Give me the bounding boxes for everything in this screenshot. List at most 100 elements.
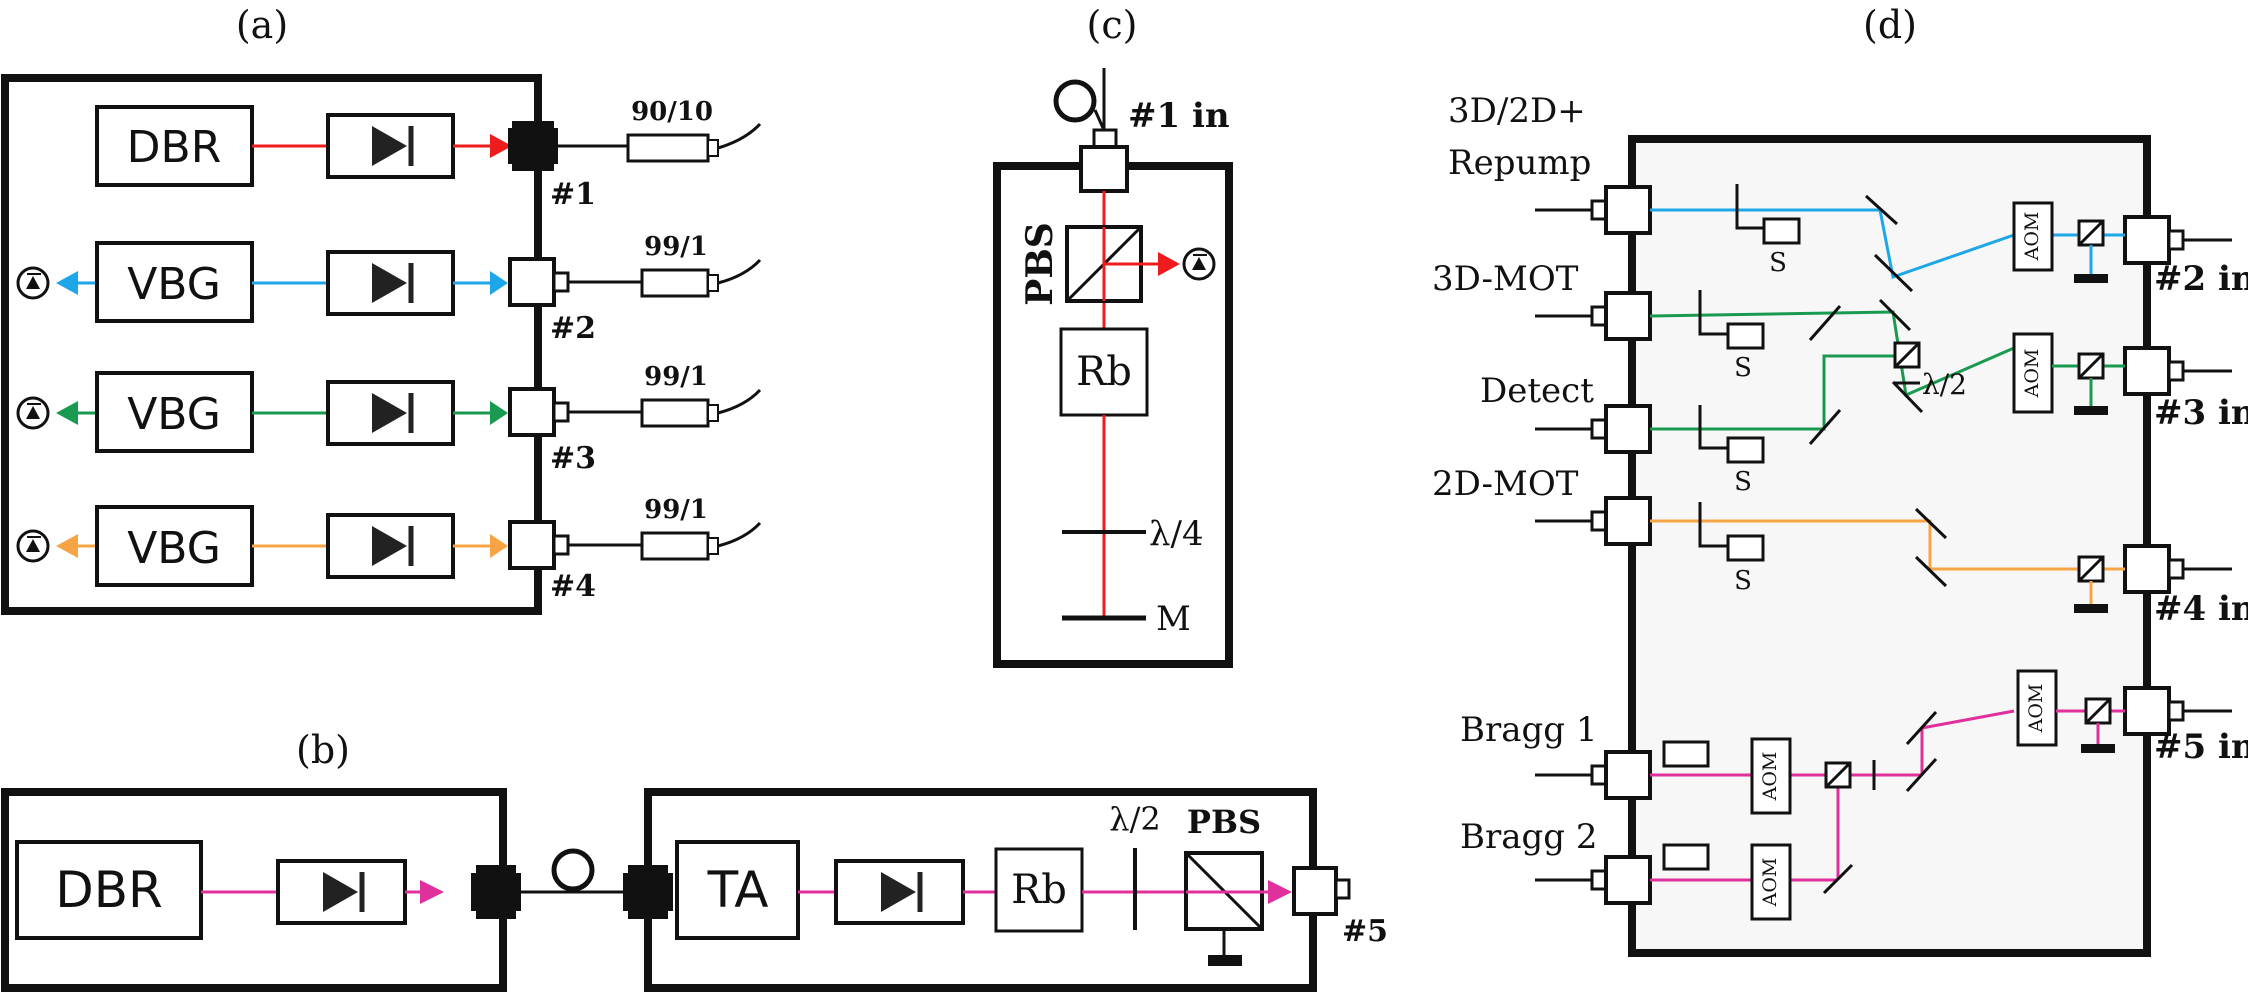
input-label-detect: Detect xyxy=(1480,371,1594,411)
aom-box xyxy=(2016,669,2058,747)
isolator-diode-icon xyxy=(372,126,407,166)
mirror xyxy=(1822,863,1854,895)
fiber-tail xyxy=(717,122,762,150)
shutter-label: S xyxy=(1734,566,1752,596)
splitter-ratio-label: 90/10 xyxy=(631,97,713,127)
fiber-coupler-4 xyxy=(508,520,556,570)
fiber-coupler-tip xyxy=(1334,878,1351,900)
fiber-tail xyxy=(717,388,762,415)
vbg-source-label: VBG xyxy=(127,523,221,574)
splitter-ratio-label: 99/1 xyxy=(644,362,708,392)
vbg-source-box xyxy=(95,241,254,323)
port-label-1: #1 xyxy=(550,177,596,212)
mirror xyxy=(1864,194,1899,226)
red-arrowhead xyxy=(490,134,512,158)
fiber-coupler-3dmot xyxy=(1604,291,1652,341)
beam-dump xyxy=(1208,955,1242,966)
photodiode-icon-mark xyxy=(26,276,40,289)
shutter-label: S xyxy=(1734,353,1752,383)
aom-box xyxy=(2012,201,2054,272)
rb-cell-label: Rb xyxy=(1011,867,1067,913)
pbs-diagonal xyxy=(2077,352,2105,380)
fiber-coupler-tip xyxy=(1590,418,1608,440)
panel-label-b: (b) xyxy=(296,728,350,772)
fiber-coupler-tip xyxy=(552,271,570,293)
photodiode-icon-mark xyxy=(26,406,40,419)
shutter xyxy=(1698,290,1728,336)
panel-label-d: (d) xyxy=(1863,3,1917,47)
fiber-splitter-99-1 xyxy=(640,531,710,561)
row-dbr-red: DBR 90/10 #1 xyxy=(95,97,762,212)
vbg-source-label: VBG xyxy=(127,259,221,310)
ta-amplifier-label: TA xyxy=(707,861,769,919)
fiber-coupler-repump xyxy=(1604,185,1652,235)
fiber-coupler-tip xyxy=(1590,510,1608,532)
panel-b: DBR TA Rb λ/2 PBS #5 xyxy=(1,788,1388,992)
port-label-3: #3 xyxy=(550,441,596,476)
input-label-3dmot: 3D-MOT xyxy=(1432,259,1579,299)
output-label-4: #4 in xyxy=(2154,589,2248,629)
vbg-source-box xyxy=(95,505,254,587)
fiber-coupler-tip xyxy=(552,534,570,556)
fiber-coupler-bragg1 xyxy=(1604,750,1652,800)
mot-detect-path: λ/2 AOM S S xyxy=(1649,290,2125,497)
aom-box xyxy=(1750,737,1792,815)
pbs-diagonal xyxy=(2084,697,2112,725)
repump-path: AOM S xyxy=(1650,184,2125,293)
orange-beam xyxy=(1650,519,2125,571)
input-label-2dmot: 2D-MOT xyxy=(1432,464,1579,504)
fiber-coupler-out-5 xyxy=(2123,686,2171,736)
aom-label: AOM xyxy=(2021,212,2043,262)
panel-c: #1 in PBS Rb λ/4 M xyxy=(993,68,1233,668)
port-label-2: #2 xyxy=(550,311,596,346)
isolator-diode-icon xyxy=(881,872,916,912)
pbs-diagonal xyxy=(1824,761,1852,789)
output-label-3: #3 in xyxy=(2154,393,2248,433)
mirror xyxy=(1914,507,1948,540)
input-label-repump-1: 3D/2D+ xyxy=(1448,91,1586,131)
fiber-coupler-out-4 xyxy=(2123,544,2171,594)
port-label-5: #5 xyxy=(1342,914,1388,949)
aom-label: AOM xyxy=(2021,349,2043,399)
mirror xyxy=(1914,555,1948,588)
aom-label: AOM xyxy=(1759,858,1781,908)
shutter-box xyxy=(1726,322,1765,350)
fiber-coupler-detect xyxy=(1604,404,1652,454)
dbr-source-label: DBR xyxy=(127,122,222,173)
2dmot-path: S xyxy=(1650,502,2125,613)
fiber-coupler-2dmot xyxy=(1604,496,1652,546)
fiber-coupler-tip xyxy=(552,401,570,423)
beam-dump xyxy=(2074,406,2108,415)
rb-cell-box xyxy=(1059,327,1149,417)
splitter-end-cap xyxy=(707,537,719,555)
beam-dump xyxy=(2074,604,2108,613)
row-vbg-cyan: VBG 99/1 #2 xyxy=(16,232,762,346)
rb-cell-label: Rb xyxy=(1076,349,1132,395)
green-arrowhead xyxy=(490,401,508,425)
vbg-source-label: VBG xyxy=(127,389,221,440)
row-vbg-green: VBG 99/1 #3 xyxy=(16,362,762,476)
aom-label: AOM xyxy=(1759,752,1781,802)
fiber-splitter-99-1 xyxy=(640,398,710,428)
fiber-coupler-out-2 xyxy=(2123,215,2171,265)
mirror xyxy=(1878,298,1912,332)
input-label-bragg1: Bragg 1 xyxy=(1460,710,1597,750)
shutter-box xyxy=(1662,843,1710,871)
cyan-arrowhead xyxy=(490,271,508,295)
panel-d: 3D/2D+ Repump 3D-MOT Detect 2D-MOT Bragg… xyxy=(1432,91,2248,957)
fiber-coupler-tip xyxy=(1590,305,1608,327)
shutter-box xyxy=(1726,534,1765,562)
shutter-box xyxy=(1662,740,1710,768)
input-couplers xyxy=(1535,185,1652,905)
input-port-label: #1 in xyxy=(1128,96,1230,136)
aom-box xyxy=(1750,843,1792,921)
shutter-label: S xyxy=(1734,467,1752,497)
splitter-end-cap xyxy=(707,139,719,157)
rb-cell-box xyxy=(994,847,1084,933)
fiber-coupler-tip xyxy=(2167,700,2185,722)
mirror xyxy=(1891,380,1924,414)
fiber-coupler-2 xyxy=(508,257,556,307)
splitter-ratio-label: 99/1 xyxy=(644,495,708,525)
fiber-coupler-tip xyxy=(1590,869,1608,891)
isolator-diode-icon xyxy=(372,526,407,566)
